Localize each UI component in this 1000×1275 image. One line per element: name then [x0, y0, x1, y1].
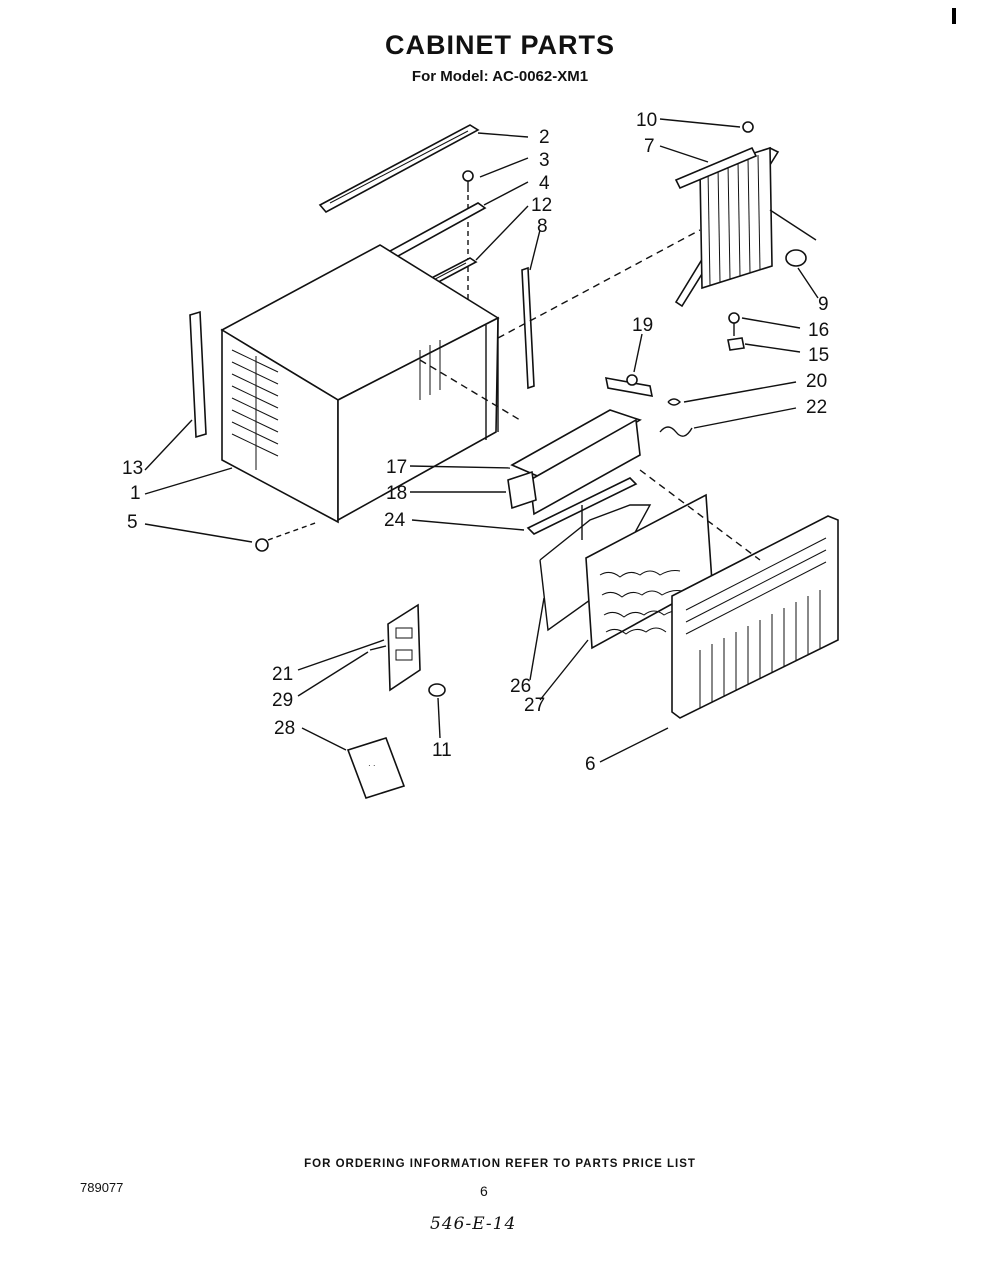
callout-19: 19 [632, 315, 653, 336]
page-number: 6 [480, 1183, 488, 1199]
part-18-blower-housing [507, 470, 537, 510]
callout-10: 10 [636, 110, 657, 131]
page-title: CABINET PARTS [384, 30, 615, 60]
part-24-strip [526, 477, 638, 540]
callout-20: 20 [806, 371, 827, 392]
part-2-top-rail [318, 124, 480, 214]
handwritten-code: 546-E-14 [430, 1214, 517, 1234]
ordering-note: FOR ORDERING INFORMATION REFER TO PARTS … [304, 1158, 696, 1170]
part-29-shaft [369, 645, 387, 651]
callout-26: 26 [510, 676, 531, 697]
part-8-side-strip [521, 266, 535, 390]
svg-text:· ·: · · [368, 761, 376, 770]
part-21-control-panel [387, 603, 421, 692]
part-10-screw [742, 121, 754, 133]
callout-24: 24 [384, 510, 406, 531]
callout-6: 6 [585, 754, 596, 775]
callout-2: 2 [539, 127, 550, 148]
callout-7: 7 [644, 136, 655, 157]
callout-15: 15 [808, 345, 829, 366]
callout-11: 11 [432, 740, 452, 761]
part-3-screw [462, 170, 474, 300]
part-15-clip [727, 337, 745, 351]
callout-12: 12 [531, 195, 552, 216]
part-13-side-gasket [189, 310, 207, 439]
part-5-screw [255, 521, 319, 552]
callout-18: 18 [386, 483, 407, 504]
assembly-lines [419, 229, 761, 561]
callout-27: 27 [524, 695, 545, 716]
callout-9: 9 [818, 294, 829, 315]
part-6-front-grille [671, 515, 839, 719]
part-19-bracket [604, 374, 654, 397]
callout-8: 8 [537, 216, 548, 237]
callout-17: 17 [386, 457, 407, 478]
callout-28: 28 [274, 718, 295, 739]
callout-3: 3 [539, 150, 550, 171]
part-16-screw [728, 312, 740, 336]
part-1-cabinet-shell [220, 244, 500, 524]
callout-5: 5 [127, 512, 138, 533]
part-28-label: · · [346, 737, 406, 799]
callout-29: 29 [272, 690, 293, 711]
part-11-knob [428, 683, 446, 697]
callout-16: 16 [808, 320, 829, 341]
callout-21: 21 [272, 664, 293, 685]
callout-22: 22 [806, 397, 827, 418]
corner-mark [952, 8, 956, 24]
callout-13: 13 [122, 458, 143, 479]
callout-labels: 10 7 2 3 4 12 8 9 16 15 19 20 22 13 1 5 … [122, 110, 829, 775]
part-22-spring [659, 426, 693, 437]
callout-4: 4 [539, 173, 550, 194]
part-7-rear-grille [674, 146, 780, 308]
leader-lines [144, 118, 819, 763]
model-subtitle: For Model: AC-0062-XM1 [411, 68, 589, 85]
document-number: 789077 [80, 1180, 124, 1195]
part-17-blower-frame [510, 409, 642, 516]
callout-1: 1 [130, 483, 141, 504]
part-20-clip [667, 398, 681, 406]
part-9-knob [769, 209, 817, 267]
